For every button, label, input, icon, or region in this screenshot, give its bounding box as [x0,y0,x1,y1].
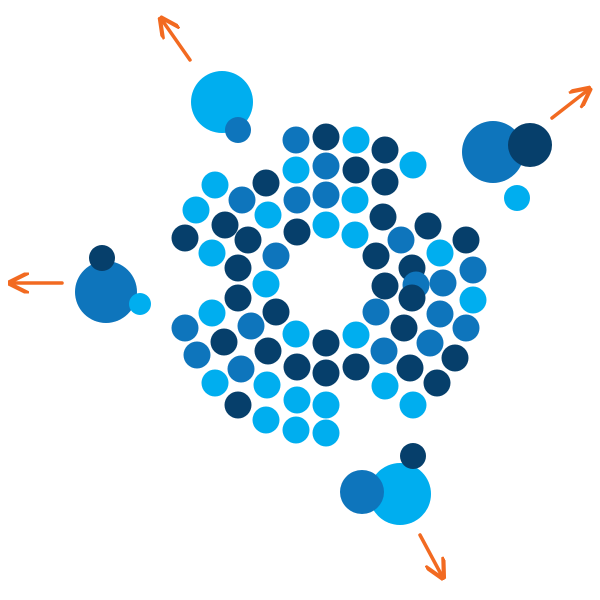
group-top-right [462,121,552,211]
ring-particle [371,136,399,164]
ring-particle [426,300,454,328]
breakaway-particle [225,117,251,143]
ring-particle [283,386,311,414]
dispersion-arrows [12,20,588,576]
ring-particle [341,221,369,249]
breakaway-particle [462,121,524,183]
arrow-top-right-icon [550,90,588,120]
ring-particle [227,355,255,383]
ring-particle [171,224,199,252]
ring-particle [423,369,451,397]
ring-particle [312,211,340,239]
ring-particle [198,299,226,327]
ring-particle [414,212,442,240]
ring-particle [224,254,252,282]
ring-particle [390,314,418,342]
ring-particle [371,168,399,196]
ring-particle [210,328,238,356]
ring-particle [228,186,256,214]
ring-particle [312,181,340,209]
ring-particle [234,226,262,254]
ring-particle [262,242,290,270]
ring-particle [282,416,310,444]
ring-particle [252,270,280,298]
ring-particle [312,391,340,419]
breakaway-particle [369,463,431,525]
ring-particle [459,286,487,314]
ring-particle [370,337,398,365]
ring-particle [399,391,427,419]
ring-particle [387,226,415,254]
central-particle-ring [171,123,487,447]
ring-particle [252,169,280,197]
ring-particle [452,226,480,254]
arrow-top-left-icon [162,20,192,62]
ring-particle [253,371,281,399]
ring-particle [171,314,199,342]
ring-particle [182,196,210,224]
ring-particle [429,269,457,297]
ring-particle [282,156,310,184]
ring-particle [283,353,311,381]
ring-particle [201,369,229,397]
ring-particle [426,239,454,267]
ring-particle [396,354,424,382]
breakaway-particle [508,123,552,167]
ring-particle [441,344,469,372]
ring-particle [283,186,311,214]
breakaway-particle [400,443,426,469]
ring-particle [254,201,282,229]
ring-particle [362,298,390,326]
ring-particle [201,171,229,199]
arrow-bottom-icon [418,533,442,576]
ring-particle [252,406,280,434]
breakaway-particle [89,245,115,271]
ring-particle [237,312,265,340]
ring-particle [211,211,239,239]
ring-particle [224,284,252,312]
ring-particle [183,341,211,369]
ring-particle [312,419,340,447]
ring-particle [459,256,487,284]
breakaway-particle [129,293,151,315]
ring-particle [371,372,399,400]
breakaway-particle [504,185,530,211]
ring-particle [416,329,444,357]
ring-particle [254,337,282,365]
ring-particle [262,298,290,326]
ring-particle [282,126,310,154]
ring-particle [283,218,311,246]
ring-particle [224,391,252,419]
ring-particle [342,353,370,381]
ring-particle [282,320,310,348]
ring-particle [312,359,340,387]
ring-particle [398,284,426,312]
breakaway-particle-groups [75,71,552,525]
ring-particle [312,123,340,151]
ring-particle [341,186,369,214]
ring-particle [362,242,390,270]
ring-particle [342,156,370,184]
group-left [75,245,151,323]
ring-particle [198,239,226,267]
breakaway-particle [75,261,137,323]
breakaway-particle [340,470,384,514]
ring-particle [312,329,340,357]
ring-particle [312,152,340,180]
group-top-left [191,71,253,143]
ring-particle [342,321,370,349]
ring-particle [342,126,370,154]
ring-particle [399,151,427,179]
ring-particle [452,314,480,342]
group-bottom [340,443,431,525]
ring-particle [371,272,399,300]
ring-particle [369,203,397,231]
